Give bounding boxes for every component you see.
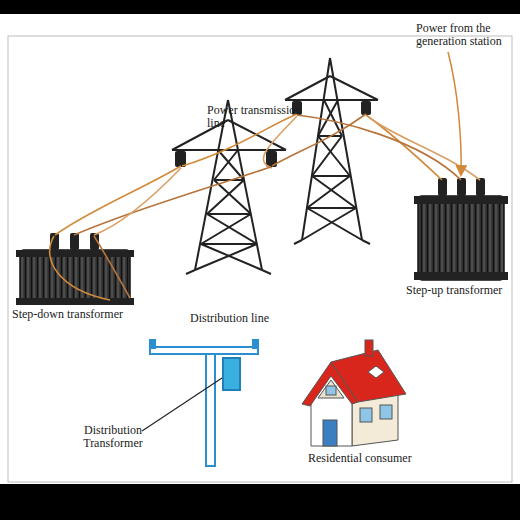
leader-line bbox=[142, 378, 222, 431]
panel-border bbox=[8, 36, 512, 482]
text-label: Step-down transformer bbox=[12, 308, 152, 321]
power-wire bbox=[50, 114, 480, 300]
text-label: Step-up transformer bbox=[406, 284, 516, 297]
text-label: Power transmission line bbox=[207, 104, 307, 130]
text-label: Power from the generation station bbox=[416, 22, 516, 48]
insulator bbox=[175, 151, 277, 167]
transmission-tower bbox=[172, 100, 286, 274]
transmission-tower bbox=[285, 58, 378, 244]
step-down-transformer bbox=[16, 233, 134, 305]
distribution-pole bbox=[150, 340, 258, 466]
text-label: Residential consumer bbox=[308, 452, 448, 465]
insulator bbox=[292, 101, 371, 115]
text-label: Distribution line bbox=[190, 312, 300, 325]
house-icon bbox=[302, 340, 406, 446]
step-up-transformer bbox=[414, 178, 508, 280]
text-label: Distribution Transformer bbox=[78, 424, 148, 450]
input-arrow bbox=[448, 52, 461, 174]
